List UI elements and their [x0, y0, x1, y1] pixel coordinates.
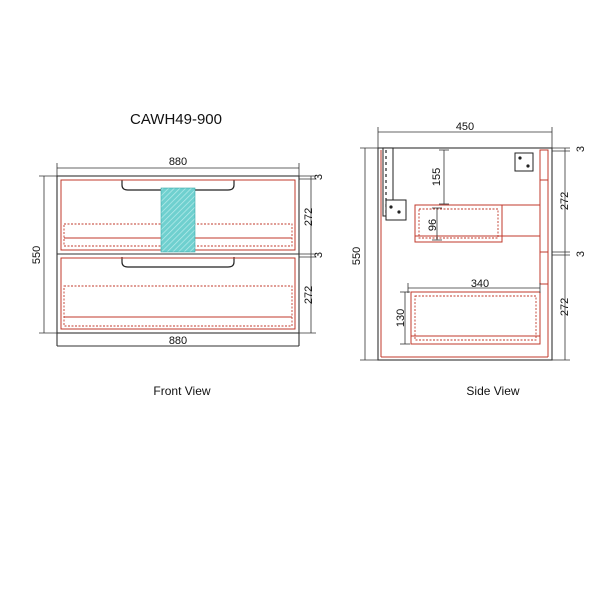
- accent-panel: [160, 187, 196, 253]
- front-width-top-label: 880: [169, 156, 187, 168]
- side-drawer-depth-label: 340: [471, 278, 489, 290]
- bottom-drawer-front-red: [539, 251, 549, 285]
- side-lower-drawer-height-label: 130: [395, 309, 407, 327]
- front-height-label: 550: [31, 246, 43, 264]
- mounting-block: [385, 199, 407, 221]
- side-view-caption: Side View: [466, 384, 519, 398]
- side-gap-mid-label: 3: [575, 251, 587, 257]
- front-gap-mid-label: 3: [313, 252, 325, 258]
- side-cabinet-outline: [377, 147, 553, 361]
- front-drawer-bottom-label: 272: [303, 286, 315, 304]
- model-title: CAWH49-900: [130, 111, 222, 128]
- side-height-label: 550: [351, 247, 363, 265]
- front-view: 880 550 3 272 3 272: [31, 156, 325, 347]
- front-gap-top-label: 3: [313, 174, 325, 180]
- bottom-drawer-handle: [121, 257, 235, 268]
- side-gap-top-label: 3: [575, 146, 587, 152]
- side-top-clearance-label: 155: [431, 168, 443, 186]
- side-drawer-inner-height-label: 96: [427, 219, 439, 231]
- front-drawer-top-label: 272: [303, 208, 315, 226]
- side-view: 450 550 15: [351, 121, 587, 361]
- side-drawer-top-label: 272: [559, 192, 571, 210]
- top-drawer-front-red: [539, 149, 549, 181]
- front-width-bottom-label: 880: [169, 335, 187, 347]
- side-depth-label: 450: [456, 121, 474, 133]
- side-drawer-bottom-label: 272: [559, 298, 571, 316]
- front-view-caption: Front View: [153, 384, 210, 398]
- rear-block: [514, 152, 534, 172]
